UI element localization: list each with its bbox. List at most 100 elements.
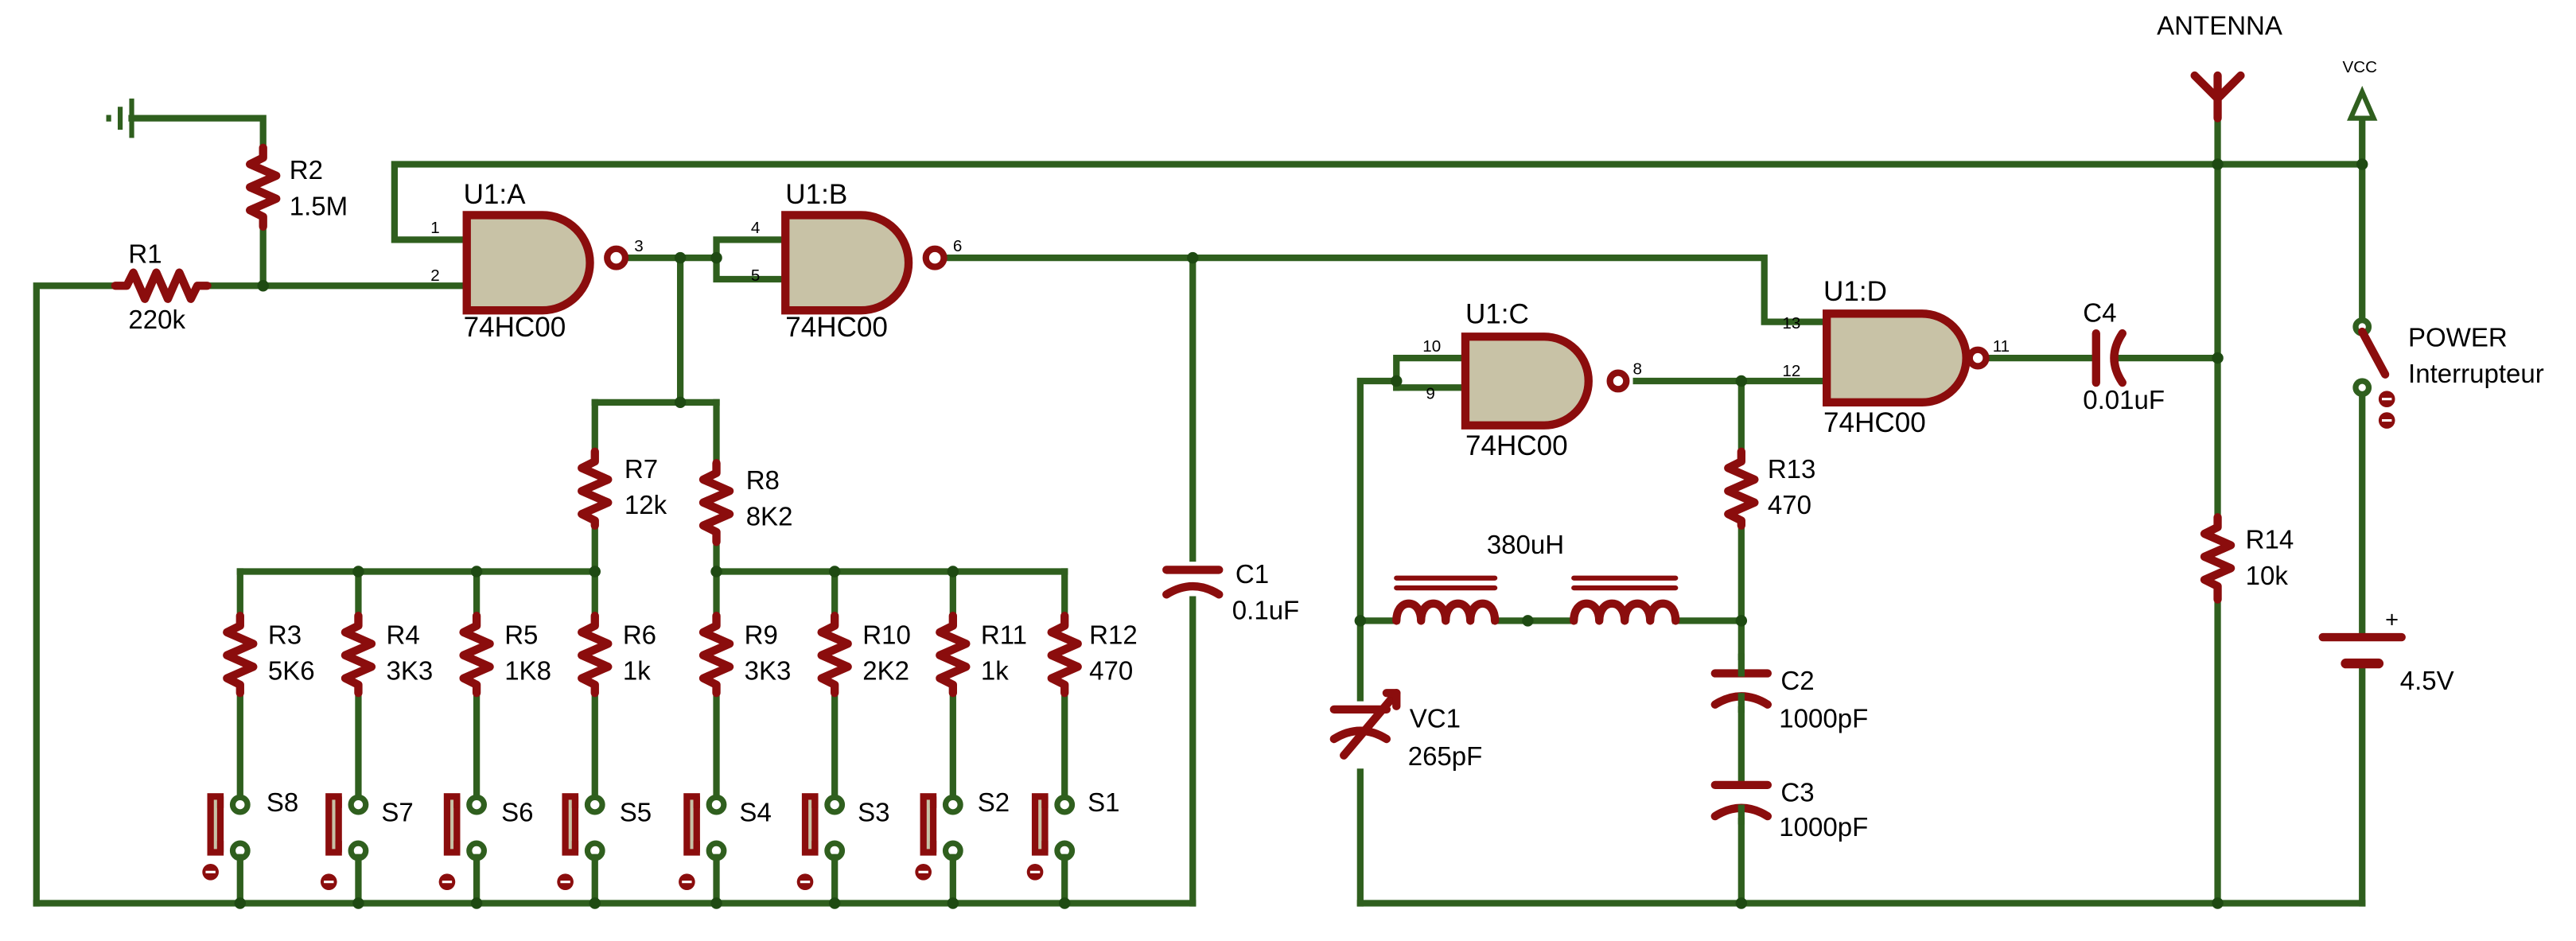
resistor-ref: R11 — [981, 620, 1027, 649]
gate-u1a: U1:A 74HC00 1 2 3 — [430, 179, 643, 343]
switch-label: S8 — [267, 787, 298, 817]
pushbutton-s1: S1 — [1026, 787, 1120, 907]
resistor-r4: R4 3K3 — [340, 568, 434, 802]
pin-number: 10 — [1422, 337, 1441, 356]
gate-part: 74HC00 — [1823, 407, 1926, 438]
resistor-value: 1k — [623, 656, 651, 686]
ground-symbol — [106, 98, 134, 138]
switch-label: S3 — [858, 797, 889, 826]
switch-label: S4 — [739, 797, 771, 826]
resistor-ref: R10 — [862, 620, 911, 649]
pin-number: 5 — [751, 266, 760, 285]
resistor-r9: R9 3K3 — [698, 568, 791, 802]
pushbutton-s6: S6 — [438, 793, 533, 907]
variable-capacitor-vc1: VC1 265pF — [1329, 689, 1483, 771]
vcc-label: VCC — [2342, 58, 2377, 76]
resistor-r11: R11 1k — [936, 568, 1027, 802]
power-switch-label: Interrupteur — [2408, 359, 2544, 388]
antenna: ANTENNA — [2157, 10, 2282, 122]
switch-label: S2 — [978, 787, 1010, 817]
inductor-value: 380uH — [1487, 530, 1564, 559]
capacitor-value: 1000pF — [1779, 704, 1868, 733]
pushbutton-s2: S2 — [915, 787, 1010, 907]
inductor-pair: 380uH — [1392, 530, 1680, 625]
power-switch: POWER Interrupteur — [2352, 317, 2544, 429]
resistor-r7: R7 12k — [578, 447, 667, 530]
resistor-value: 8K2 — [746, 502, 793, 531]
vcc-terminal: VCC — [2342, 58, 2378, 121]
resistor-ref: R5 — [504, 620, 538, 649]
battery-value: 4.5V — [2400, 666, 2454, 695]
resistor-value: 1.5M — [290, 191, 348, 220]
resistor-value: 3K3 — [387, 656, 434, 686]
switch-label: S5 — [620, 797, 652, 826]
pin-number: 2 — [430, 266, 439, 285]
pin-number: 11 — [1993, 337, 2010, 356]
gate-ref: U1:B — [785, 179, 847, 210]
capacitor-value: 0.1uF — [1232, 595, 1299, 624]
capacitor-ref: C3 — [1780, 778, 1814, 807]
resistor-r1: R1 220k — [111, 239, 212, 334]
pushbutton-s7: S7 — [320, 793, 414, 907]
resistor-value: 470 — [1768, 490, 1811, 519]
capacitor-value: 265pF — [1408, 741, 1483, 771]
resistor-value: 12k — [625, 490, 667, 519]
capacitor-value: 0.01uF — [2083, 385, 2165, 414]
resistor-ref: R1 — [128, 239, 161, 268]
capacitor-ref: C1 — [1235, 559, 1269, 589]
resistor-ref: R9 — [745, 620, 778, 649]
resistor-ref: R6 — [623, 620, 656, 649]
gate-u1c: U1:C 74HC00 10 9 8 — [1422, 299, 1642, 461]
capacitor-c4: C4 0.01uF — [2083, 298, 2165, 414]
resistor-value: 5K6 — [268, 656, 315, 686]
pushbutton-s8: S8 — [202, 787, 298, 907]
resistor-r8: R8 8K2 — [698, 459, 793, 546]
resistor-r12: R12 470 — [1047, 568, 1138, 802]
battery: + 4.5V — [2318, 608, 2454, 695]
resistor-r3: R3 5K6 — [223, 568, 315, 802]
wires — [33, 111, 2366, 907]
gate-part: 74HC00 — [1465, 430, 1568, 461]
battery-plus: + — [2385, 608, 2399, 633]
gate-u1b: U1:B 74HC00 4 5 6 — [751, 179, 962, 343]
junction-dots — [234, 158, 2368, 909]
resistor-ref: R14 — [2246, 525, 2294, 554]
pin-number: 4 — [751, 219, 760, 237]
gate-ref: U1:D — [1823, 276, 1887, 307]
gate-ref: U1:A — [464, 179, 527, 210]
capacitor-ref: C4 — [2083, 298, 2116, 328]
pin-number: 6 — [953, 237, 962, 255]
pin-number: 12 — [1782, 362, 1800, 380]
resistor-value: 2K2 — [862, 656, 909, 686]
pin-number: 8 — [1633, 360, 1642, 379]
pin-number: 1 — [430, 219, 439, 237]
capacitor-c3: C3 1000pF — [1710, 778, 1868, 842]
gate-part: 74HC00 — [785, 312, 888, 343]
pin-number: 3 — [634, 237, 643, 255]
resistor-ref: R12 — [1089, 620, 1138, 649]
capacitor-value: 1000pF — [1779, 812, 1868, 842]
switch-label: S1 — [1088, 787, 1119, 817]
resistor-value: 1K8 — [504, 656, 551, 686]
resistor-value: 10k — [2246, 561, 2289, 590]
gate-u1d: U1:D 74HC00 13 12 11 — [1782, 276, 2010, 438]
pin-number: 9 — [1426, 385, 1434, 403]
resistor-value: 220k — [128, 305, 185, 334]
capacitor-c2: C2 1000pF — [1710, 653, 1868, 733]
pushbutton-s3: S3 — [796, 793, 889, 907]
switch-label: S6 — [501, 797, 533, 826]
power-switch-name: POWER — [2408, 323, 2508, 352]
pushbutton-s4: S4 — [679, 793, 772, 907]
antenna-label: ANTENNA — [2157, 10, 2282, 40]
pin-number: 13 — [1782, 314, 1800, 332]
resistor-r5: R5 1K8 — [459, 568, 551, 802]
resistor-ref: R7 — [625, 454, 658, 484]
resistor-r6: R6 1k — [578, 568, 656, 802]
resistor-r10: R10 2K2 — [817, 568, 911, 802]
resistor-r14: R14 10k — [2200, 513, 2294, 604]
resistor-r2: R2 1.5M — [246, 143, 348, 231]
gate-part: 74HC00 — [464, 312, 566, 343]
capacitor-c1: C1 0.1uF — [1162, 559, 1299, 624]
resistor-ref: R4 — [387, 620, 420, 649]
